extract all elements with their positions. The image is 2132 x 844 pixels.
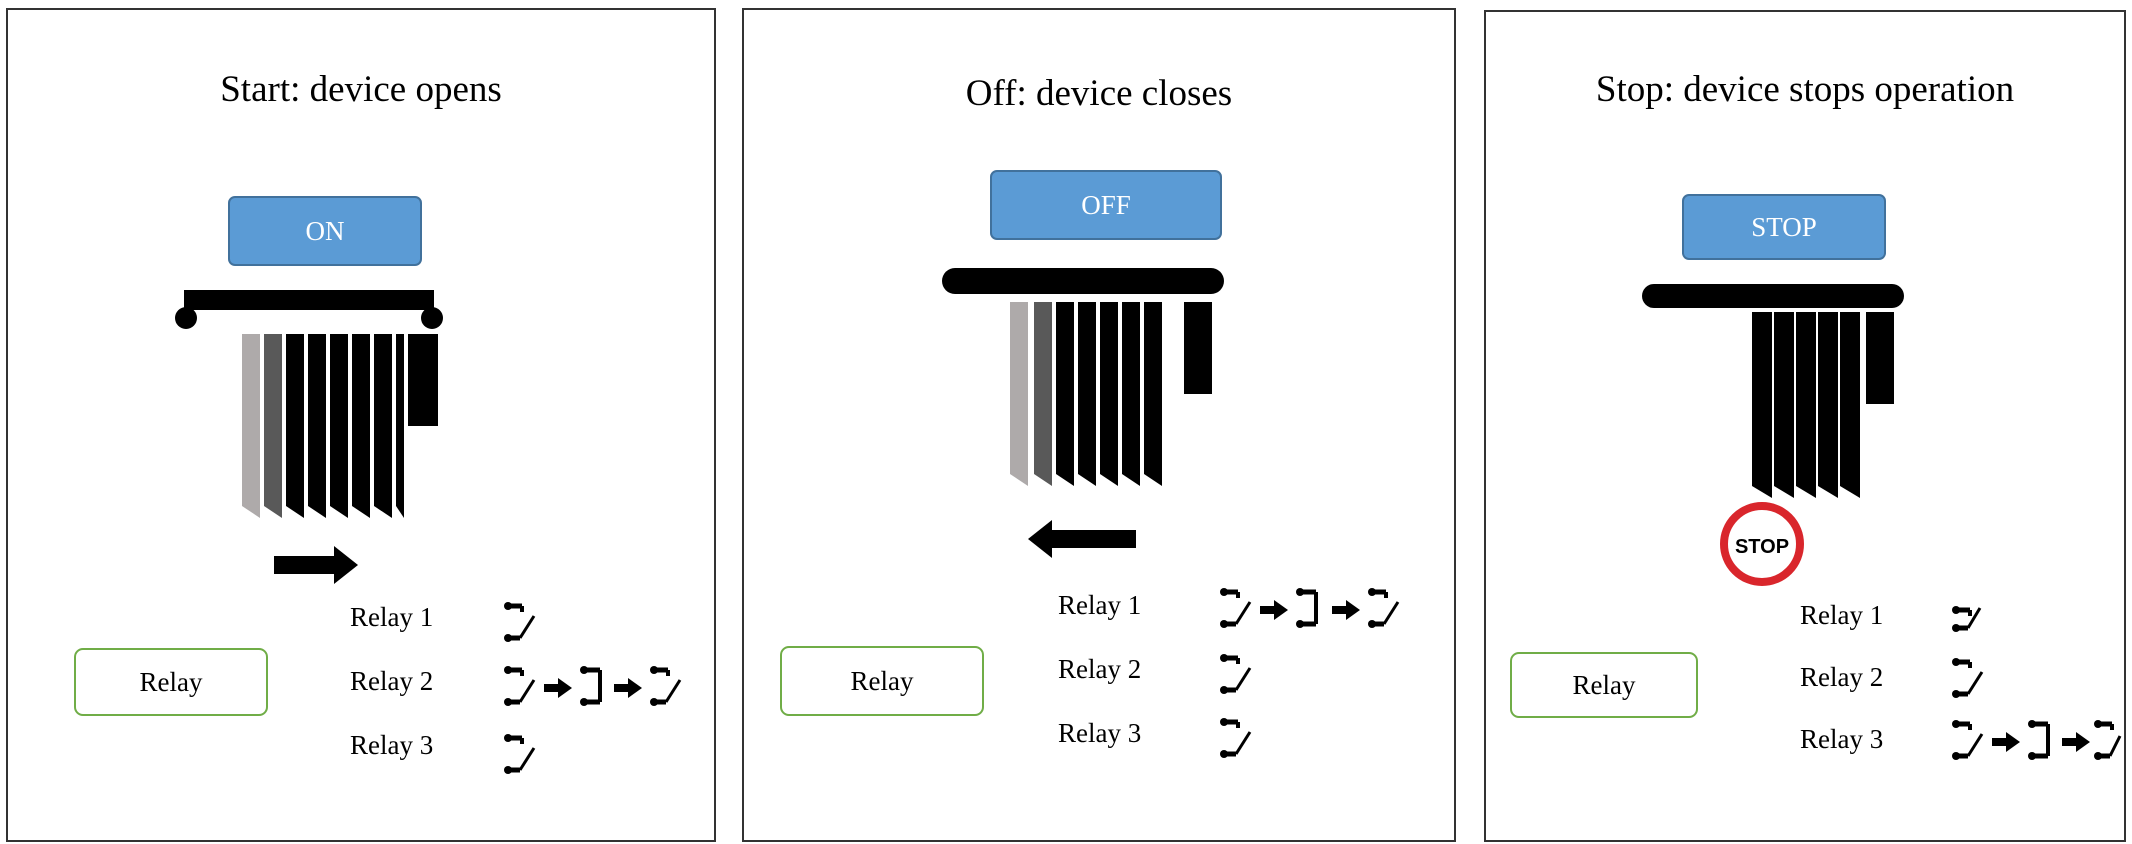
rail-end-right [421, 307, 443, 329]
panel-stop: Stop: device stops operation STOP STOP R… [1484, 10, 2126, 842]
blind-slat [1796, 312, 1816, 498]
panel-off: Off: device closes OFF Relay Relay 1 Rel… [742, 8, 1456, 842]
blind-slat [1056, 302, 1074, 486]
blind-slat [1078, 302, 1096, 486]
blind-slat [352, 334, 370, 518]
blind-slat [1184, 302, 1212, 394]
arrow-right-icon [544, 678, 572, 698]
switch-open-icon [1220, 718, 1252, 758]
blind-slat [242, 334, 260, 518]
blind-slat [374, 334, 392, 518]
stop-button[interactable]: STOP [1682, 194, 1886, 260]
panel-title: Stop: device stops operation [1595, 69, 2015, 110]
switch-open-icon [1368, 588, 1400, 628]
blind-slat [1100, 302, 1118, 486]
switch-open-icon [650, 666, 682, 706]
arrow-left-icon [1028, 520, 1136, 558]
relay-2-label: Relay 2 [1800, 662, 1884, 692]
blind-slat [330, 334, 348, 518]
blind-slat [396, 334, 404, 518]
blind-slat [1010, 302, 1028, 486]
switch-open-icon [504, 734, 536, 774]
blind-rail [942, 268, 1224, 294]
blind-slat [1866, 312, 1894, 404]
switch-open-icon [504, 602, 536, 642]
switch-open-icon [504, 666, 536, 706]
switch-open-icon [1220, 588, 1252, 628]
switch-open-icon [1220, 654, 1252, 694]
blind-slat [1774, 312, 1794, 498]
blind-slat [1818, 312, 1838, 498]
blind-rail [1642, 284, 1904, 308]
relay-1-label: Relay 1 [1058, 590, 1142, 620]
blind-slat [1840, 312, 1860, 498]
switch-closed-icon [2028, 720, 2050, 760]
switch-open-icon [1952, 606, 1982, 632]
relay-box: Relay [1510, 652, 1698, 718]
relay-box: Relay [74, 648, 268, 716]
arrow-right-icon [1992, 732, 2020, 752]
arrow-right-icon [614, 678, 642, 698]
blind-slat [1122, 302, 1140, 486]
rail-end-left [175, 307, 197, 329]
arrow-right-icon [274, 546, 358, 584]
blind-slat [264, 334, 282, 518]
relay-3-label: Relay 3 [1800, 724, 1884, 754]
switch-open-icon [2094, 720, 2122, 760]
blind-rail [184, 290, 434, 310]
blind-mechanism-close [942, 268, 1224, 558]
switch-open-icon [1952, 720, 1984, 760]
relay-1-label: Relay 1 [350, 602, 434, 632]
switch-closed-icon [1296, 588, 1318, 628]
stop-sign-icon: STOP [1720, 502, 1804, 586]
switch-open-icon [1952, 658, 1984, 698]
relay-2-label: Relay 2 [350, 666, 434, 696]
on-button[interactable]: ON [228, 196, 422, 266]
panel-start: Start: device opens ON Relay Relay 1 Rel… [6, 8, 716, 842]
relay-3-label: Relay 3 [1058, 718, 1142, 748]
relay-3-label: Relay 3 [350, 730, 434, 760]
arrow-right-icon [2062, 732, 2090, 752]
blind-slat [408, 334, 438, 426]
blind-slat [286, 334, 304, 518]
off-button[interactable]: OFF [990, 170, 1222, 240]
arrow-right-icon [1332, 600, 1360, 620]
relay-switches [504, 602, 682, 774]
switch-closed-icon [580, 666, 602, 706]
relay-switches [1220, 588, 1400, 758]
blind-mechanism-stopped: STOP [1642, 284, 1904, 586]
blind-mechanism-open [175, 290, 443, 584]
panel-title: Off: device closes [965, 73, 1233, 114]
relay-2-label: Relay 2 [1058, 654, 1142, 684]
blind-slat [308, 334, 326, 518]
panel-title: Start: device opens [220, 69, 502, 110]
stop-sign-text: STOP [1735, 536, 1789, 558]
blind-slat [1034, 302, 1052, 486]
relay-box: Relay [780, 646, 984, 716]
arrow-right-icon [1260, 600, 1288, 620]
blind-slat [1144, 302, 1162, 486]
relay-1-label: Relay 1 [1800, 600, 1884, 630]
relay-switches [1952, 606, 2122, 760]
blind-slat [1752, 312, 1772, 498]
